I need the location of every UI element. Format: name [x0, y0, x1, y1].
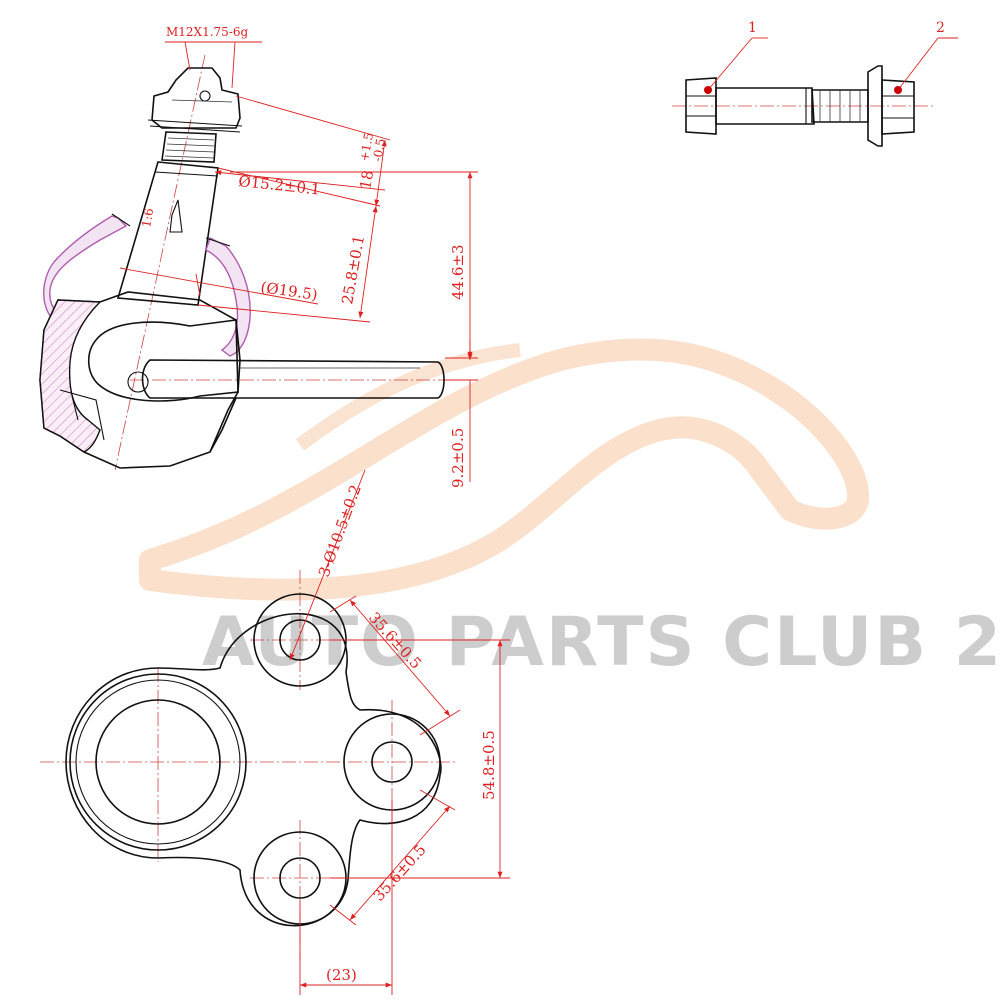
side-view-dimensions: M12X1.75-6g Ø15.2±0.1 18 +1.5 -0.5 25.8±… [119, 25, 478, 488]
side-view: 1:6 [39, 54, 470, 471]
spacing-lower-label: 35.6±0.5 [370, 841, 430, 905]
thread-length-upper-tol: +1.5 [357, 131, 376, 162]
thread-length-label: 18 [356, 169, 377, 191]
watermark-text: AUTO PARTS CLUB 2018 [202, 603, 1000, 682]
thread-length-lower-tol: -0.5 [370, 137, 388, 162]
stud-diameter-label: Ø15.2±0.1 [238, 172, 322, 198]
car-silhouette-logo [139, 338, 870, 601]
housing-section [39, 299, 102, 453]
taper-ratio-label: 1:6 [139, 207, 156, 228]
base-height-label: 9.2±0.5 [449, 428, 467, 488]
callout-2-label: 2 [936, 20, 945, 36]
offset-label: (23) [326, 966, 357, 984]
thread-spec-label: M12X1.75-6g [166, 25, 249, 39]
callout-dot-1 [704, 86, 712, 94]
callout-dot-2 [894, 86, 902, 94]
hole-spec-label: 3-Ø10.5±0.2 [315, 482, 365, 579]
watermark: AUTO PARTS CLUB 2018 [139, 338, 1000, 682]
bolt-detail: 1 2 [672, 20, 958, 147]
boot-diameter-label: (Ø19.5) [259, 278, 318, 304]
overall-height-label: 44.6±3 [449, 244, 467, 300]
callout-1-label: 1 [748, 20, 757, 36]
hole-span-label: 54.8±0.5 [480, 730, 498, 800]
